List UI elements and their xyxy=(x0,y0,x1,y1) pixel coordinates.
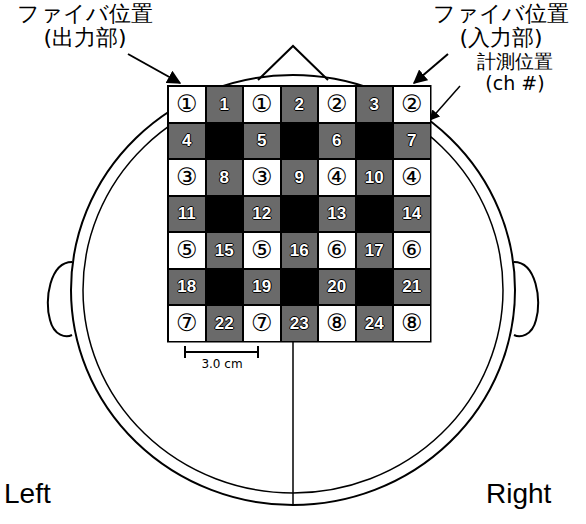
channel-cell: 15 xyxy=(206,232,244,269)
channel-cell: 22 xyxy=(206,305,244,342)
leader-arrow xyxy=(128,54,180,83)
channel-cell: 11 xyxy=(168,196,206,233)
scale-label: 3.0 cm xyxy=(186,357,258,371)
channel-cell: 3 xyxy=(356,86,394,123)
fiber-position-cell: ⑤ xyxy=(168,232,206,269)
channel-cell: 19 xyxy=(243,269,281,306)
fiber-number: ③ xyxy=(251,165,273,189)
fiber-label: ファイバ位置 (入力部) xyxy=(420,2,582,50)
fiber-position-cell: ⑧ xyxy=(318,305,356,342)
channel-cell: 1 xyxy=(206,86,244,123)
channel-cell: 9 xyxy=(281,159,319,196)
channel-number: 9 xyxy=(295,169,304,186)
channel-cell: 20 xyxy=(318,269,356,306)
fiber-position-cell: ① xyxy=(168,86,206,123)
midline xyxy=(292,342,294,505)
channel-number: 21 xyxy=(402,278,421,295)
channel-cell: 7 xyxy=(393,123,431,160)
fiber-number: ② xyxy=(326,92,348,116)
channel-cell: 2 xyxy=(281,86,319,123)
fiber-label: ファイバ位置 (出力部) xyxy=(4,2,166,50)
channel-cell: 23 xyxy=(281,305,319,342)
fiber-position-cell: ① xyxy=(243,86,281,123)
fiber-number: ① xyxy=(251,92,273,116)
channel-cell: 12 xyxy=(243,196,281,233)
fiber-number: ② xyxy=(401,92,423,116)
fiber-number: ④ xyxy=(401,165,423,189)
channel-number: 19 xyxy=(252,278,271,295)
fiber-position-cell: ③ xyxy=(168,159,206,196)
channel-number: 24 xyxy=(365,315,384,332)
fiber-number: ⑦ xyxy=(251,311,273,335)
channel-number: 11 xyxy=(178,205,196,222)
side-label: Right xyxy=(486,478,551,510)
fiber-number: ⑥ xyxy=(326,238,348,262)
fiber-number: ⑤ xyxy=(251,238,273,262)
channel-cell: 5 xyxy=(243,123,281,160)
channel-number: 12 xyxy=(252,205,271,222)
fiber-number: ⑧ xyxy=(401,311,423,335)
probe-grid xyxy=(168,86,431,342)
channel-cell: 6 xyxy=(318,123,356,160)
channel-number: 22 xyxy=(215,315,234,332)
fiber-position-cell: ④ xyxy=(318,159,356,196)
channel-number: 3 xyxy=(370,96,379,113)
channel-number: 23 xyxy=(290,315,309,332)
channel-label: 計測位置 (ch #) xyxy=(465,50,565,94)
fiber-position-cell: ⑦ xyxy=(168,305,206,342)
right-ear xyxy=(514,262,538,336)
leader-arrow xyxy=(414,54,448,83)
fiber-number: ④ xyxy=(326,165,348,189)
leader-arrow xyxy=(430,86,460,120)
channel-number: 8 xyxy=(220,169,229,186)
channel-number: 6 xyxy=(332,132,341,149)
channel-number: 13 xyxy=(327,205,346,222)
channel-cell: 8 xyxy=(206,159,244,196)
channel-cell: 17 xyxy=(356,232,394,269)
fiber-number: ⑦ xyxy=(176,311,198,335)
channel-cell: 10 xyxy=(356,159,394,196)
channel-number: 16 xyxy=(290,242,309,259)
left-ear xyxy=(48,262,72,336)
fiber-number: ⑧ xyxy=(326,311,348,335)
fiber-position-cell: ⑥ xyxy=(393,232,431,269)
channel-cell: 14 xyxy=(393,196,431,233)
channel-cell: 21 xyxy=(393,269,431,306)
channel-cell: 24 xyxy=(356,305,394,342)
fiber-number: ③ xyxy=(176,165,198,189)
channel-number: 2 xyxy=(295,96,304,113)
channel-number: 7 xyxy=(407,132,416,149)
channel-cell: 18 xyxy=(168,269,206,306)
fiber-position-cell: ⑤ xyxy=(243,232,281,269)
fiber-position-cell: ⑥ xyxy=(318,232,356,269)
channel-number: 5 xyxy=(257,132,266,149)
channel-number: 10 xyxy=(365,169,384,186)
fiber-position-cell: ② xyxy=(393,86,431,123)
channel-number: 4 xyxy=(182,132,191,149)
scale-bar xyxy=(185,346,258,358)
head-outline xyxy=(71,75,515,505)
fiber-number: ⑤ xyxy=(176,238,198,262)
side-label: Left xyxy=(4,478,51,510)
channel-number: 18 xyxy=(177,278,196,295)
channel-number: 20 xyxy=(327,278,346,295)
fiber-position-cell: ③ xyxy=(243,159,281,196)
channel-cell: 4 xyxy=(168,123,206,160)
channel-number: 15 xyxy=(215,242,234,259)
fiber-position-cell: ② xyxy=(318,86,356,123)
fiber-number: ⑥ xyxy=(401,238,423,262)
channel-number: 1 xyxy=(220,96,229,113)
fiber-position-cell: ④ xyxy=(393,159,431,196)
fiber-position-cell: ⑦ xyxy=(243,305,281,342)
channel-number: 17 xyxy=(365,242,384,259)
channel-cell: 16 xyxy=(281,232,319,269)
fiber-number: ① xyxy=(176,92,198,116)
channel-cell: 13 xyxy=(318,196,356,233)
fiber-position-cell: ⑧ xyxy=(393,305,431,342)
channel-number: 14 xyxy=(402,205,421,222)
